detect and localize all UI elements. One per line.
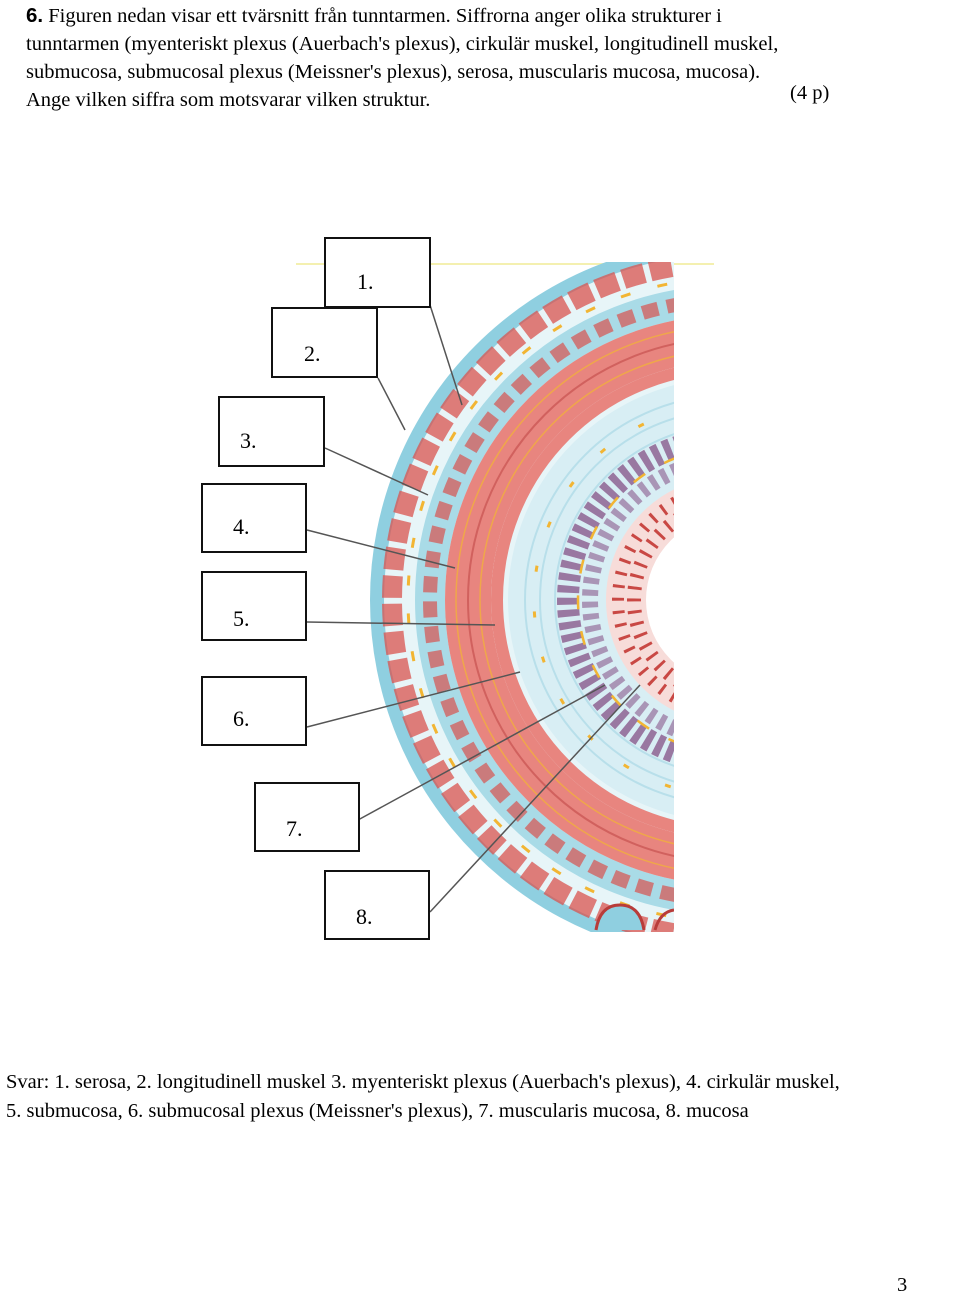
leader-line-2 <box>378 378 405 430</box>
label-box-2: 2. <box>271 307 378 378</box>
label-box-3: 3. <box>218 396 325 467</box>
intestinal-lumen <box>646 516 814 684</box>
label-box-8: 8. <box>324 870 430 940</box>
label-number-1: 1. <box>357 269 374 295</box>
answer-text: Svar: 1. serosa, 2. longitudinell muskel… <box>6 1068 956 1126</box>
tissue-layers <box>370 240 960 960</box>
answer-line-1: Svar: 1. serosa, 2. longitudinell muskel… <box>6 1068 956 1097</box>
label-number-3: 3. <box>240 428 257 454</box>
label-number-4: 4. <box>233 514 250 540</box>
label-number-8: 8. <box>356 904 373 930</box>
label-box-6: 6. <box>201 676 307 746</box>
label-number-5: 5. <box>233 606 250 632</box>
label-box-1: 1. <box>324 237 431 308</box>
label-box-4: 4. <box>201 483 307 553</box>
page-number: 3 <box>897 1274 907 1297</box>
label-box-7: 7. <box>254 782 360 852</box>
label-number-6: 6. <box>233 706 250 732</box>
label-box-5: 5. <box>201 571 307 641</box>
label-number-2: 2. <box>304 341 321 367</box>
answer-line-2: 5. submucosa, 6. submucosal plexus (Meis… <box>6 1097 956 1126</box>
label-number-7: 7. <box>286 816 303 842</box>
mucosa-layer <box>606 476 854 724</box>
